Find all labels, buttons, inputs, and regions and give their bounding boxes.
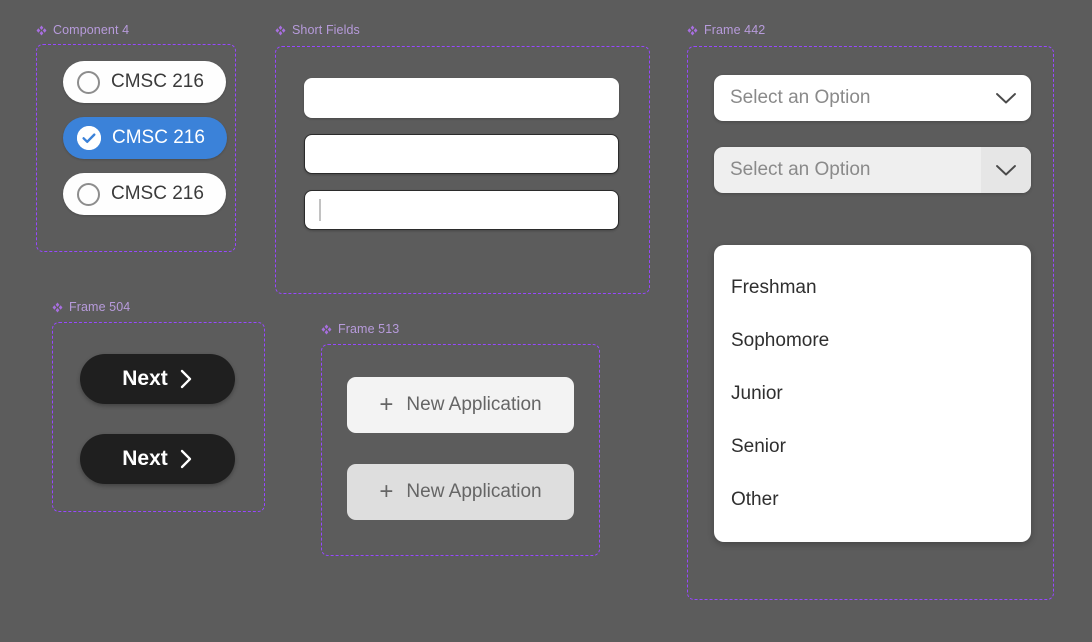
frame-label-text: Frame 504 [69,300,131,314]
chevron-down-button-2[interactable] [981,147,1031,193]
option-label: Other [731,488,779,510]
frame-short-fields [275,46,650,294]
option-label: Junior [731,382,783,404]
frame-label-frame-442: Frame 442 [687,23,765,37]
next-button-group: Next Next [80,354,235,484]
chevron-down-icon [996,164,1016,175]
frame-442: Select an Option Select an Option Fre [687,46,1054,600]
radio-group: CMSC 216 CMSC 216 CMSC 216 [63,61,227,215]
option-label: Freshman [731,276,817,298]
new-application-button-1[interactable]: + New Application [347,377,574,433]
option-item-sophomore[interactable]: Sophomore [714,314,1031,367]
component-diamond-icon [687,25,698,35]
radio-option-label: CMSC 216 [111,183,204,204]
component-diamond-icon [275,25,286,35]
dropdown-option-list[interactable]: Freshman Sophomore Junior Senior Other [714,245,1031,542]
plus-icon: + [379,391,394,418]
select-dropdown-1[interactable]: Select an Option [714,75,1031,121]
chevron-down-icon [996,92,1016,103]
frame-label-frame-504: Frame 504 [52,300,130,314]
frame-504: Next Next [52,322,265,512]
frame-513: + New Application + New Application [321,344,600,556]
next-button-label: Next [122,447,168,470]
frame-label-text: Component 4 [53,23,130,37]
short-field-input-1[interactable] [304,78,619,118]
component-diamond-icon [52,302,63,312]
radio-checked-icon [77,126,101,150]
select-dropdown-2[interactable]: Select an Option [714,147,1031,193]
dropdown-group: Select an Option Select an Option Fre [714,75,1031,542]
option-item-freshman[interactable]: Freshman [714,261,1031,314]
chevron-down-button-1[interactable] [981,75,1031,121]
frame-label-frame-513: Frame 513 [321,322,399,336]
option-label: Senior [731,435,786,457]
option-item-senior[interactable]: Senior [714,420,1031,473]
next-button-1[interactable]: Next [80,354,235,404]
plus-icon: + [379,478,394,505]
radio-empty-icon [77,182,100,206]
frame-label-text: Frame 442 [704,23,766,37]
short-field-group [304,78,619,230]
component-diamond-icon [36,25,47,35]
frame-label-text: Short Fields [292,23,360,37]
new-application-button-group: + New Application + New Application [347,377,574,520]
option-label: Sophomore [731,329,830,351]
radio-empty-icon [77,70,100,94]
chevron-right-icon [180,449,191,469]
radio-option-label: CMSC 216 [112,127,205,148]
frame-label-text: Frame 513 [338,322,400,336]
radio-option-2[interactable]: CMSC 216 [63,117,227,159]
select-dropdown-value: Select an Option [730,159,871,180]
frame-label-short-fields: Short Fields [275,23,360,37]
new-application-button-label: New Application [406,481,542,502]
new-application-button-label: New Application [406,394,542,415]
chevron-right-icon [180,369,191,389]
frame-label-component-4: Component 4 [36,23,129,37]
next-button-2[interactable]: Next [80,434,235,484]
next-button-label: Next [122,367,168,390]
radio-option-1[interactable]: CMSC 216 [63,61,226,103]
option-item-junior[interactable]: Junior [714,367,1031,420]
frame-component-4: CMSC 216 CMSC 216 CMSC 216 [36,44,236,252]
radio-option-3[interactable]: CMSC 216 [63,173,226,215]
option-item-other[interactable]: Other [714,473,1031,526]
component-diamond-icon [321,324,332,334]
short-field-input-2[interactable] [304,134,619,174]
select-dropdown-value: Select an Option [730,87,871,108]
new-application-button-2[interactable]: + New Application [347,464,574,520]
radio-option-label: CMSC 216 [111,71,204,92]
text-caret-icon [319,199,321,221]
short-field-input-3[interactable] [304,190,619,230]
